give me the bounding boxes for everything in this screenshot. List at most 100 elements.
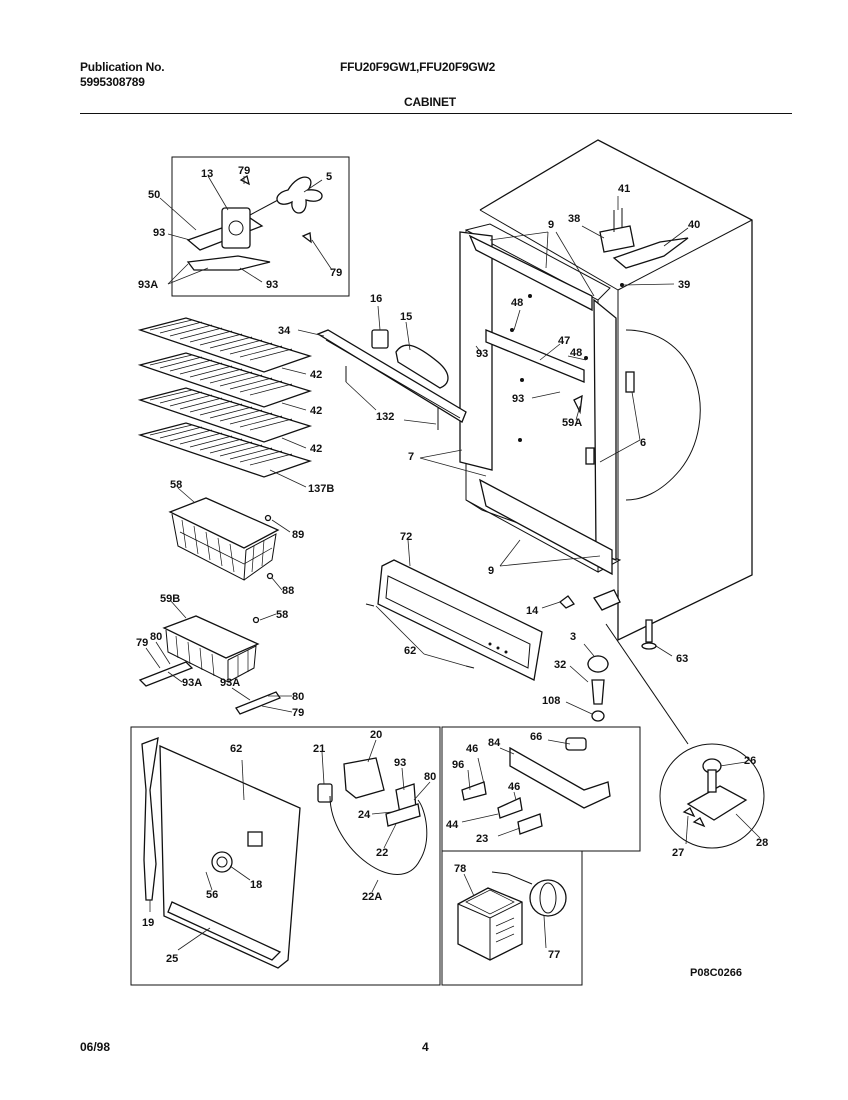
callout: 93 [394,757,406,769]
drain-tube [141,737,159,901]
callout: 93A [138,279,158,291]
roller-washer [641,642,657,650]
wire-shelf [137,317,313,373]
control-box-inset [441,726,641,852]
callout: 13 [201,168,213,180]
callout: 79 [292,707,304,719]
callout: 26 [744,755,756,767]
light-socket [371,329,389,349]
callout: 7 [408,451,414,463]
cabinet-side-dimple [625,329,701,501]
leveling-bracket [593,589,621,611]
callout: 22 [376,847,388,859]
callout: 19 [142,917,154,929]
callout: 62 [230,743,242,755]
callout: 72 [400,531,412,543]
callout: 93A [182,677,202,689]
compressor-parts-inset-frame [441,850,583,986]
callout: 18 [250,879,262,891]
roller-detail [659,743,765,849]
hinge-cover [612,237,689,269]
callout: 38 [568,213,580,225]
wire-harness-22a [329,795,428,875]
header-rule [80,113,792,114]
shelf-support-rail [485,329,585,383]
callout: 44 [446,819,459,831]
thermostat-knob [211,851,233,873]
callout: 77 [548,949,560,961]
callout: 9 [488,565,494,577]
screw-14 [559,595,575,609]
callout: 40 [688,219,700,231]
cabinet-shell [419,139,753,642]
model-numbers: FFU20F9GW1,FFU20F9GW2 [340,60,496,74]
base-front-assembly [365,539,689,745]
callout: 21 [313,743,325,755]
callout: 46 [508,781,520,793]
callout: 42 [310,443,322,455]
capacitor-77 [529,879,567,917]
page-number: 4 [422,1040,429,1054]
callout: 22A [362,891,382,903]
callout: 9 [548,219,554,231]
callout: 88 [282,585,294,597]
callout: 42 [310,405,322,417]
callout: 23 [476,833,488,845]
back-panel-inset-frame [130,726,441,986]
callout: 132 [376,411,394,423]
wire-shelves [137,317,313,488]
roller-detail-circle [659,743,765,849]
callout: 39 [678,279,690,291]
fan-blade [276,176,323,214]
callout: 93A [220,677,240,689]
control-housing-84 [509,746,611,809]
callout: 48 [511,297,523,309]
callout: 16 [370,293,382,305]
callout: 63 [676,653,688,665]
wire-shelf [137,352,313,408]
leveling-screw-32 [591,679,605,705]
callout: 20 [370,729,382,741]
roller-bolt [645,619,653,643]
defrost-timer-22 [385,803,421,827]
basket-lower [138,599,293,715]
evaporator-coil [316,329,467,423]
top-hinge [599,225,635,253]
wire-shelf [137,387,313,443]
callout: 5 [326,171,332,183]
callout: 78 [454,863,466,875]
callout: 108 [542,695,560,707]
callout: 137B [308,483,334,495]
gasket-bottom [479,478,613,576]
screw-79a [239,174,250,186]
callout: 27 [672,847,684,859]
basket-slide-right [235,691,281,715]
callout: 41 [618,183,630,195]
footer-date: 06/98 [80,1040,111,1054]
callout: 48 [570,347,582,359]
callout: 93 [512,393,524,405]
callout: 93 [153,227,165,239]
callout: 6 [640,437,646,449]
clip-59a [573,394,583,415]
wire-shelf [137,422,313,478]
callout: 56 [206,889,218,901]
compressor-parts-inset [441,850,583,986]
section-title: CABINET [404,95,456,109]
callout: 93 [476,348,488,360]
callout: 80 [424,771,436,783]
callout: 24 [358,809,371,821]
callout: 15 [400,311,412,323]
fan-motor-inset [159,156,350,297]
callout: 80 [292,691,304,703]
fan-motor-inset-frame [171,156,350,297]
callout: 59A [562,417,582,429]
callout: 79 [136,637,148,649]
light-bulb-66 [565,737,587,751]
callout: 42 [310,369,322,381]
heater-tube [395,344,449,389]
evaporator-assembly [297,305,467,430]
callout: 47 [558,335,570,347]
leveling-leg-3 [587,655,609,673]
